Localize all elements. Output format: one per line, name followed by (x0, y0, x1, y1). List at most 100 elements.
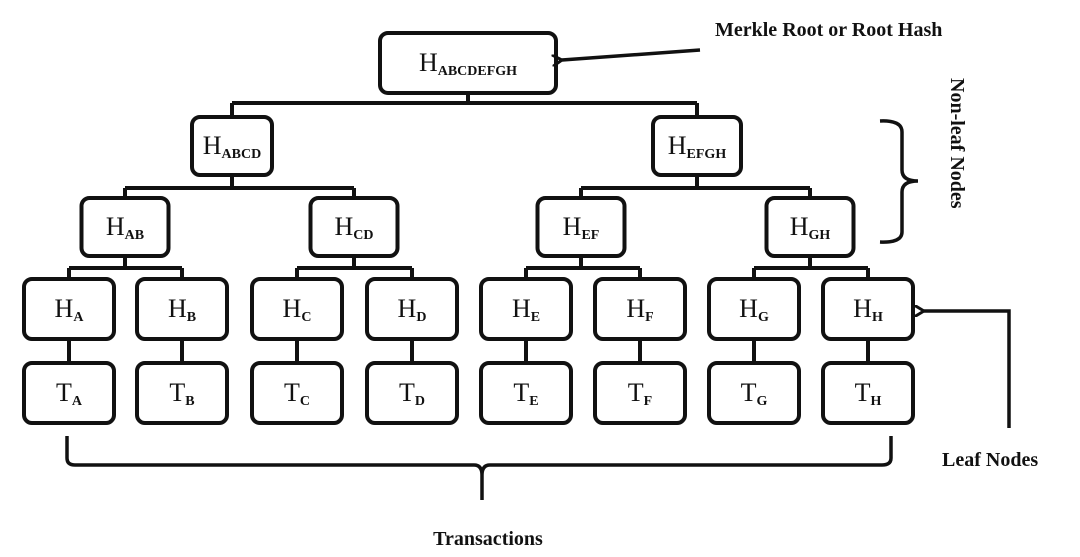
leaf-node: HB (135, 277, 229, 341)
transaction-node: TB (135, 361, 229, 425)
node-label: HD (398, 294, 427, 325)
node-subscript: A (73, 310, 84, 325)
root-pointer-arrow-icon (562, 48, 701, 60)
node-base: T (284, 378, 300, 407)
node-base: H (419, 48, 438, 77)
node-box (707, 361, 801, 425)
node-subscript: A (72, 394, 83, 409)
node-base: H (668, 131, 687, 160)
node-base: H (626, 294, 645, 323)
node-base: H (512, 294, 531, 323)
node-base: T (169, 378, 185, 407)
node-label: TB (169, 378, 194, 409)
node-label: TF (628, 378, 652, 409)
node-subscript: CD (353, 228, 373, 243)
node-base: H (106, 212, 125, 241)
node-label: HC (283, 294, 312, 325)
node-label: HAB (106, 212, 144, 243)
node-subscript: E (529, 394, 538, 409)
node-base: H (853, 294, 872, 323)
transaction-node: TH (821, 361, 915, 425)
node-base: T (855, 378, 871, 407)
node-base: H (398, 294, 417, 323)
leaf-node: HE (479, 277, 573, 341)
node-label: HEFGH (668, 131, 727, 162)
node-label: HGH (790, 212, 831, 243)
node-label: HABCDEFGH (419, 48, 517, 79)
node-label: TH (855, 378, 882, 409)
node-subscript: H (872, 310, 883, 325)
node-box (479, 277, 573, 341)
node-base: H (283, 294, 302, 323)
node-label: HE (512, 294, 540, 325)
node-box (535, 196, 627, 258)
node-subscript: EF (581, 228, 599, 243)
node-box (821, 361, 915, 425)
node-label: HH (853, 294, 883, 325)
transactions-annotation-label: Transactions (433, 528, 543, 550)
node-subscript: ABCDEFGH (438, 64, 517, 79)
node-label: TA (56, 378, 83, 409)
node-base: H (790, 212, 809, 241)
level1-node: HEFGH (651, 115, 743, 177)
transaction-node: TE (479, 361, 573, 425)
node-base: H (203, 131, 222, 160)
root-annotation-label: Merkle Root or Root Hash (715, 19, 942, 41)
node-base: T (56, 378, 72, 407)
leaf-node: HA (22, 277, 116, 341)
node-box (764, 196, 856, 258)
node-subscript: G (757, 394, 768, 409)
node-subscript: EFGH (687, 147, 727, 162)
node-subscript: B (187, 310, 196, 325)
leaf-node: HH (821, 277, 915, 341)
non-leaf-annotation-label: Non-leaf Nodes (946, 78, 968, 209)
node-label: HA (55, 294, 85, 325)
node-subscript: AB (125, 228, 144, 243)
node-box (79, 196, 171, 258)
node-base: T (399, 378, 415, 407)
level2-node: HCD (308, 196, 400, 258)
node-base: H (563, 212, 582, 241)
transaction-node: TC (250, 361, 344, 425)
node-subscript: G (758, 310, 769, 325)
node-base: H (55, 294, 74, 323)
leaf-node: HC (250, 277, 344, 341)
level2-node: HEF (535, 196, 627, 258)
node-box (593, 277, 687, 341)
node-label: HG (739, 294, 769, 325)
node-label: HCD (334, 212, 373, 243)
node-subscript: E (531, 310, 540, 325)
leaf-node: HF (593, 277, 687, 341)
node-label: HB (168, 294, 196, 325)
node-label: HF (626, 294, 653, 325)
node-subscript: GH (809, 228, 831, 243)
node-box (378, 31, 558, 95)
node-label: TC (284, 378, 310, 409)
node-box (479, 361, 573, 425)
leaf-pointer-arrow-icon (924, 311, 1011, 428)
node-label: HEF (563, 212, 600, 243)
leaf-node: HD (365, 277, 459, 341)
node-box (365, 277, 459, 341)
leaf-node: HG (707, 277, 801, 341)
node-box (250, 277, 344, 341)
transaction-node: TF (593, 361, 687, 425)
node-base: T (628, 378, 644, 407)
node-subscript: D (416, 310, 426, 325)
node-base: H (168, 294, 187, 323)
node-box (651, 115, 743, 177)
transaction-node: TD (365, 361, 459, 425)
node-base: T (741, 378, 757, 407)
node-box (190, 115, 274, 177)
node-subscript: ABCD (222, 147, 262, 162)
root-node: HABCDEFGH (378, 31, 558, 95)
node-box (22, 361, 116, 425)
node-box (365, 361, 459, 425)
level1-node: HABCD (190, 115, 274, 177)
level2-node: HGH (764, 196, 856, 258)
node-box (22, 277, 116, 341)
node-subscript: B (185, 394, 194, 409)
node-box (308, 196, 400, 258)
node-box (707, 277, 801, 341)
node-label: TE (513, 378, 538, 409)
